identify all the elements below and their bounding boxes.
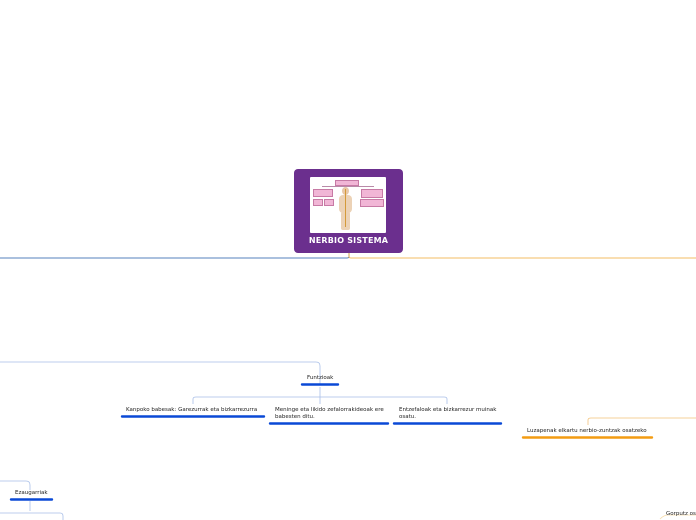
node-gorputz[interactable]: Gorputz os [666,511,696,517]
diagram-top-box [335,180,359,186]
connector-luzapenak [587,417,696,425]
node-funtzioak[interactable]: Funtzioak [307,375,334,381]
nervous-system-diagram-image [310,177,386,233]
node-meninge[interactable]: Meninge eta likido zefalorrakideoak ere … [275,407,384,420]
node-luzapenak[interactable]: Luzapenak elkartu nerbio-zuntzak osatzek… [527,428,647,434]
diagram-left-small-box-2 [324,199,334,206]
node-entzefaloak[interactable]: Entzefaloak eta bizkarrezur muinak osatu… [399,407,497,420]
central-topic-node[interactable]: NERBIO SISTEMA [294,169,403,253]
diagram-connector-top [322,186,374,187]
diagram-left-box [313,189,333,197]
node-ezaugarriak[interactable]: Ezaugarriak [15,490,48,496]
diagram-left-small-box-1 [313,199,323,206]
branch-right-main [348,253,696,259]
connector-ezaugarriak-children [0,501,64,520]
connector-ezaugarriak [0,480,31,490]
connector-funtzioak-children [192,387,448,404]
body-figure-spine [345,189,346,227]
central-topic-title: NERBIO SISTEMA [308,236,389,245]
diagram-right-box [361,189,383,198]
connector-funtzioak [0,361,321,384]
node-kanpoko-babesak[interactable]: Kanpoko babesak: Garezurrak eta bizkarre… [126,407,258,413]
diagram-right-lower-box [360,199,384,207]
branch-left-main [0,253,350,259]
connector-gorputz [659,514,696,520]
